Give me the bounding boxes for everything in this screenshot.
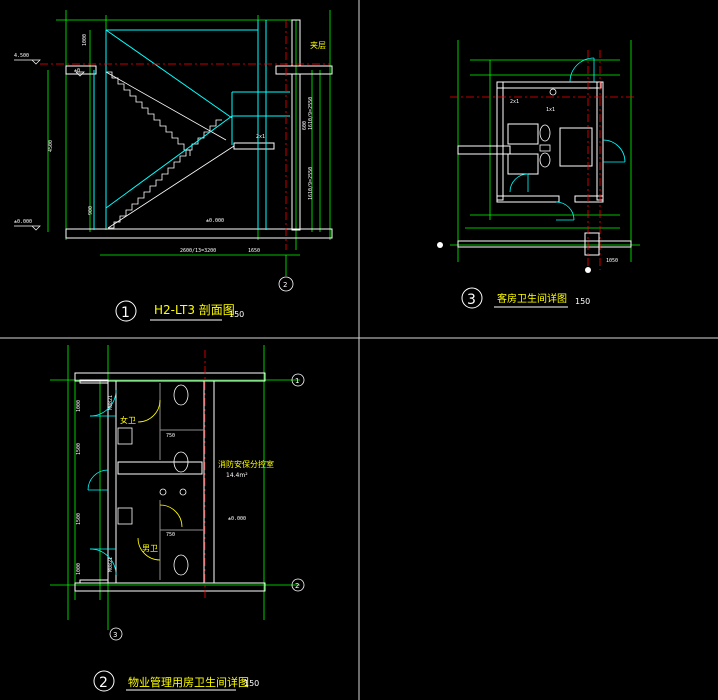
svg-text:1000: 1000 <box>76 563 82 575</box>
mezzanine-label: 夹层 <box>310 40 326 50</box>
svg-text:2x1: 2x1 <box>256 134 265 140</box>
svg-text:4500: 4500 <box>48 140 54 152</box>
male-room-label: 男卫 <box>142 544 158 553</box>
fire-control-room-label: 消防安保分控室 <box>218 459 274 469</box>
fire-control-room-area: 14.4m² <box>226 472 248 479</box>
svg-text:900: 900 <box>88 206 94 215</box>
svg-text:1x1: 1x1 <box>546 107 555 113</box>
svg-text:±0.000: ±0.000 <box>206 218 224 224</box>
svg-text:1000: 1000 <box>76 400 82 412</box>
svg-text:M0821: M0821 <box>108 395 114 410</box>
drawing-number: 2 <box>99 675 108 691</box>
drawing-number-circle <box>115 300 137 322</box>
svg-text:1610/9=2550: 1610/9=2550 <box>308 167 314 200</box>
svg-text:1500: 1500 <box>76 443 82 455</box>
drawing-scale: 150 <box>244 679 259 688</box>
drawing-title: H2-LT3 剖面图 <box>154 303 235 317</box>
svg-text:4.500: 4.500 <box>14 53 29 59</box>
svg-text:1650: 1650 <box>248 248 260 254</box>
svg-text:±0: ±0 <box>74 68 80 74</box>
svg-text:750: 750 <box>166 433 175 439</box>
svg-text:600: 600 <box>302 121 308 130</box>
svg-text:1050: 1050 <box>606 258 618 264</box>
axis-tag: 1 <box>295 377 299 385</box>
axis-tag: 2 <box>283 281 287 289</box>
svg-text:M0821: M0821 <box>108 557 114 572</box>
axis-tag: 3 <box>113 631 117 639</box>
guest-bathroom-plan: 2x1 1x1 1050 3 客房卫生间详图 150 <box>437 40 640 309</box>
svg-text:2600/13=3200: 2600/13=3200 <box>180 248 216 254</box>
svg-text:1610/9=2550: 1610/9=2550 <box>308 97 314 130</box>
svg-text:750: 750 <box>166 532 175 538</box>
section-drawing: 4.500 ±0.000 ±0.000 2600/13=3200 1650 2x… <box>14 10 333 322</box>
svg-text:1500: 1500 <box>76 513 82 525</box>
drawing-number: 1 <box>121 305 130 321</box>
property-toilet-plan: 1 2 3 女卫 男卫 消防安保分控室 14.4m² 750 750 ±0.00… <box>50 345 305 692</box>
drawing-scale: 150 <box>229 310 244 319</box>
drawing-scale: 150 <box>575 297 590 306</box>
svg-text:2x1: 2x1 <box>510 99 519 105</box>
svg-text:1000: 1000 <box>82 34 88 46</box>
drawing-number: 3 <box>467 292 476 308</box>
axis-tag: 2 <box>295 582 299 590</box>
svg-text:±0.000: ±0.000 <box>228 516 246 522</box>
svg-text:±0.000: ±0.000 <box>14 219 32 225</box>
drawing-title: 物业管理用房卫生间详图 <box>128 675 249 689</box>
drawing-title: 客房卫生间详图 <box>497 292 567 305</box>
female-room-label: 女卫 <box>120 415 136 425</box>
